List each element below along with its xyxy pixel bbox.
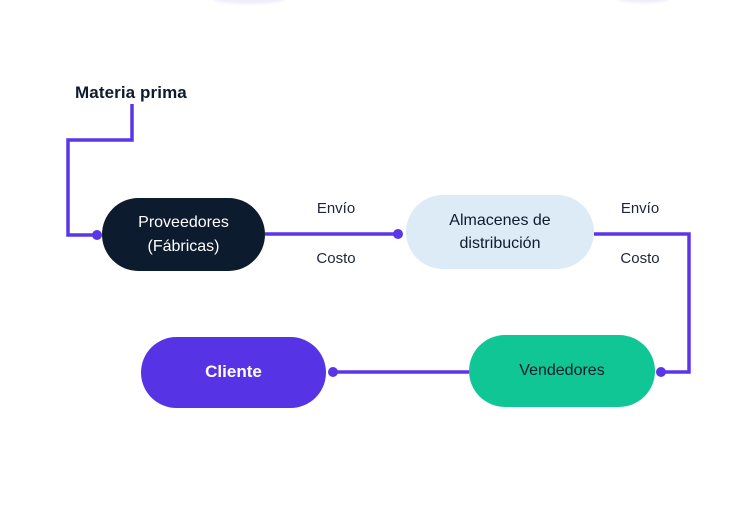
node-proveedores: Proveedores (Fábricas)	[102, 198, 265, 271]
top-edge-artifact-left	[213, 0, 285, 4]
edge-label-envio-2: Envío	[620, 200, 660, 217]
node-label-line: distribución	[459, 235, 541, 252]
connection-dot-almacenes	[393, 229, 403, 239]
node-label-line: Almacenes de	[449, 211, 551, 229]
node-almacenes: Almacenes de distribución	[406, 195, 594, 269]
node-label-line: (Fábricas)	[147, 237, 220, 255]
materia-prima-label: Materia prima	[75, 83, 187, 102]
edge-label-costo-2: Costo	[620, 250, 660, 267]
connection-dot-cliente	[328, 367, 338, 377]
edge-label-costo-1: Costo	[316, 250, 356, 267]
node-label-line: Cliente	[205, 362, 262, 382]
connection-dot-proveedores	[92, 230, 102, 240]
edge-label-envio-1: Envío	[316, 200, 356, 217]
node-cliente: Cliente	[141, 337, 326, 408]
top-edge-artifact-right	[615, 0, 671, 3]
node-label-line: Vendedores	[519, 362, 605, 380]
node-label-line: Proveedores	[138, 214, 229, 232]
connection-dot-vendedores	[656, 367, 666, 377]
node-vendedores: Vendedores	[469, 335, 655, 407]
